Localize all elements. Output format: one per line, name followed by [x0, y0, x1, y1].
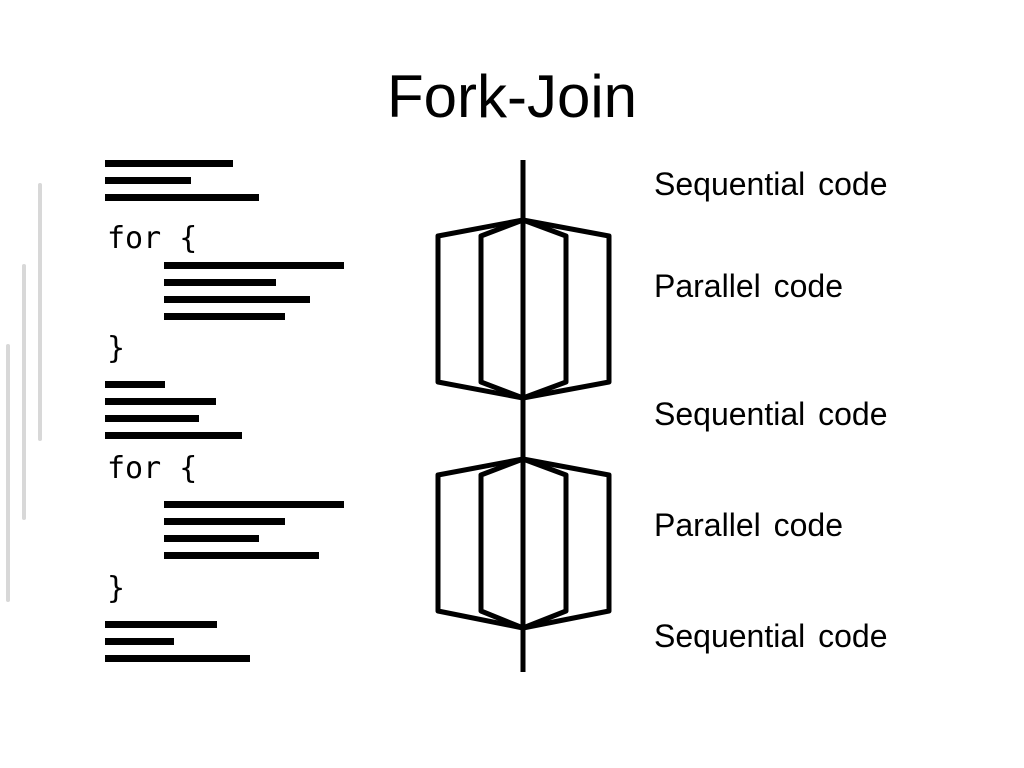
- code-line: [164, 552, 319, 559]
- label-sequential-code: Sequential code: [654, 166, 888, 202]
- for-loop-open: for {: [107, 221, 198, 256]
- code-line: [164, 279, 276, 286]
- code-line: [105, 621, 217, 628]
- thread-inner-right: [522, 456, 569, 631]
- thread-inner-right: [522, 217, 569, 401]
- code-line: [105, 398, 216, 405]
- label-parallel-code: Parallel code: [654, 507, 843, 543]
- decorative-bar: [6, 344, 10, 602]
- fork-join-region-1: [435, 217, 612, 401]
- code-line: [164, 535, 259, 542]
- code-line: [105, 415, 199, 422]
- decorative-bar: [22, 264, 26, 520]
- code-line: [105, 194, 259, 201]
- slide-title: Fork-Join: [386, 63, 638, 130]
- code-line: [105, 160, 233, 167]
- code-line: [105, 655, 250, 662]
- label-sequential-code: Sequential code: [654, 396, 888, 432]
- code-line: [164, 518, 285, 525]
- thread-outer-right: [522, 217, 612, 401]
- label-sequential-code: Sequential code: [654, 618, 888, 654]
- code-line: [164, 313, 285, 320]
- decorative-bar: [38, 183, 42, 441]
- code-line: [105, 381, 165, 388]
- fork-join-region-2: [435, 456, 612, 631]
- code-line: [164, 296, 310, 303]
- for-loop-close: }: [107, 331, 126, 366]
- code-line: [105, 638, 174, 645]
- for-loop-close: }: [107, 571, 126, 606]
- thread-outer-left: [435, 456, 524, 631]
- code-line: [164, 501, 344, 508]
- thread-inner-left: [478, 217, 524, 401]
- for-loop-open: for {: [107, 451, 198, 486]
- code-line: [105, 432, 242, 439]
- thread-outer-right: [522, 456, 612, 631]
- thread-inner-left: [478, 456, 524, 631]
- code-line: [164, 262, 344, 269]
- thread-outer-left: [435, 217, 524, 401]
- code-line: [105, 177, 191, 184]
- label-parallel-code: Parallel code: [654, 268, 843, 304]
